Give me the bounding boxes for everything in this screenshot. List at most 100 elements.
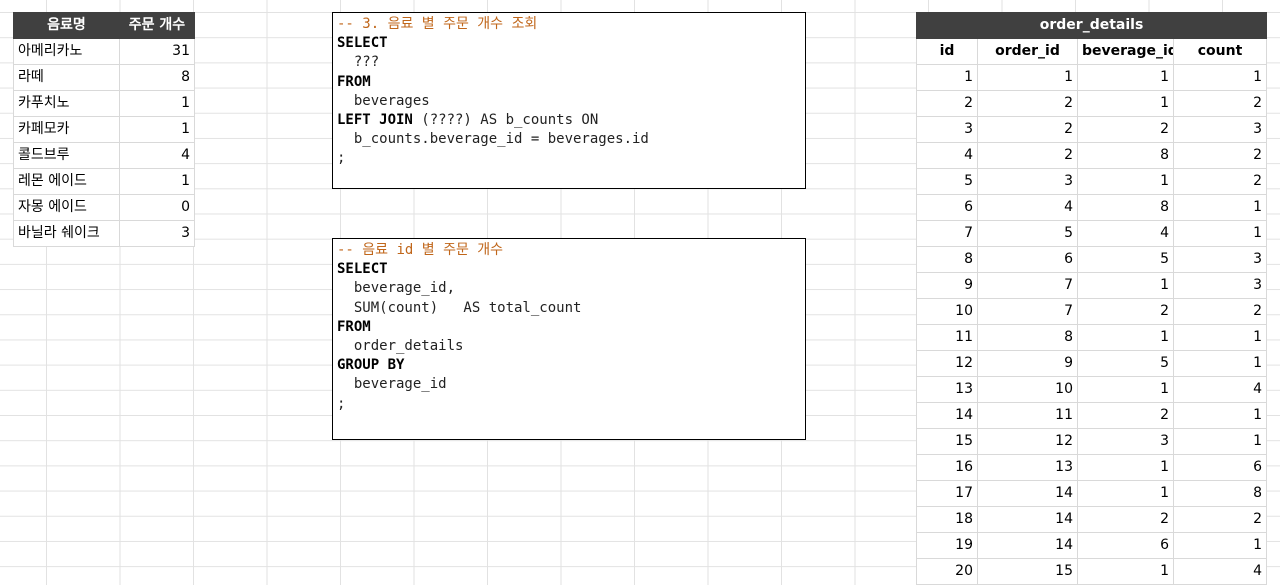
beverage-id-cell[interactable]: 8 (1077, 194, 1174, 221)
header-cell-beverage-name[interactable]: 음료명 (13, 12, 120, 39)
order-id-cell[interactable]: 6 (977, 246, 1078, 273)
beverage-name-cell[interactable]: 카페모카 (13, 116, 120, 143)
id-cell[interactable]: 5 (916, 168, 978, 195)
id-cell[interactable]: 11 (916, 324, 978, 351)
beverage-id-cell[interactable]: 6 (1077, 532, 1174, 559)
count-cell[interactable]: 1 (1172, 64, 1268, 91)
order-id-cell[interactable]: 11 (977, 402, 1078, 429)
order-id-cell[interactable]: 2 (977, 116, 1078, 143)
beverage-id-cell[interactable]: 2 (1077, 402, 1174, 429)
beverage-id-cell[interactable]: 5 (1077, 246, 1174, 273)
order-id-cell[interactable]: 12 (977, 428, 1078, 455)
id-cell[interactable]: 20 (916, 558, 978, 585)
id-cell[interactable]: 18 (916, 506, 978, 533)
count-cell[interactable]: 2 (1172, 168, 1268, 195)
order-count-cell[interactable]: 31 (119, 38, 195, 65)
order-count-cell[interactable]: 1 (119, 116, 195, 143)
count-cell[interactable]: 1 (1172, 350, 1268, 377)
count-cell[interactable]: 1 (1172, 428, 1268, 455)
order-id-cell[interactable]: 10 (977, 376, 1078, 403)
id-cell[interactable]: 19 (916, 532, 978, 559)
beverage-id-cell[interactable]: 1 (1077, 272, 1174, 299)
column-header-beverage-id[interactable]: beverage_id (1077, 38, 1174, 65)
beverage-id-cell[interactable]: 1 (1077, 324, 1174, 351)
id-cell[interactable]: 4 (916, 142, 978, 169)
beverage-id-cell[interactable]: 1 (1077, 90, 1174, 117)
order-id-cell[interactable]: 14 (977, 506, 1078, 533)
count-cell[interactable]: 4 (1172, 376, 1268, 403)
order-id-cell[interactable]: 2 (977, 90, 1078, 117)
count-cell[interactable]: 1 (1172, 324, 1268, 351)
column-header-id[interactable]: id (916, 38, 978, 65)
count-cell[interactable]: 6 (1172, 454, 1268, 481)
order-id-cell[interactable]: 2 (977, 142, 1078, 169)
count-cell[interactable]: 1 (1172, 532, 1268, 559)
column-header-count[interactable]: count (1172, 38, 1268, 65)
order-id-cell[interactable]: 15 (977, 558, 1078, 585)
count-cell[interactable]: 2 (1172, 506, 1268, 533)
id-cell[interactable]: 13 (916, 376, 978, 403)
beverage-id-cell[interactable]: 8 (1077, 142, 1174, 169)
beverage-name-cell[interactable]: 라떼 (13, 64, 120, 91)
beverage-id-cell[interactable]: 2 (1077, 116, 1174, 143)
beverage-id-cell[interactable]: 4 (1077, 220, 1174, 247)
column-header-order-id[interactable]: order_id (977, 38, 1078, 65)
count-cell[interactable]: 2 (1172, 298, 1268, 325)
order-count-cell[interactable]: 1 (119, 90, 195, 117)
beverage-id-cell[interactable]: 5 (1077, 350, 1174, 377)
beverage-id-cell[interactable]: 1 (1077, 168, 1174, 195)
count-cell[interactable]: 3 (1172, 246, 1268, 273)
id-cell[interactable]: 12 (916, 350, 978, 377)
beverage-name-cell[interactable]: 바닐라 쉐이크 (13, 220, 120, 247)
beverage-name-cell[interactable]: 콜드브루 (13, 142, 120, 169)
order-count-cell[interactable]: 3 (119, 220, 195, 247)
beverage-id-cell[interactable]: 2 (1077, 506, 1174, 533)
order-id-cell[interactable]: 4 (977, 194, 1078, 221)
count-cell[interactable]: 1 (1172, 194, 1268, 221)
beverage-id-cell[interactable]: 1 (1077, 376, 1174, 403)
count-cell[interactable]: 2 (1172, 90, 1268, 117)
beverage-id-cell[interactable]: 3 (1077, 428, 1174, 455)
id-cell[interactable]: 7 (916, 220, 978, 247)
beverage-id-cell[interactable]: 1 (1077, 454, 1174, 481)
count-cell[interactable]: 1 (1172, 402, 1268, 429)
count-cell[interactable]: 8 (1172, 480, 1268, 507)
beverage-name-cell[interactable]: 카푸치노 (13, 90, 120, 117)
count-cell[interactable]: 3 (1172, 116, 1268, 143)
count-cell[interactable]: 3 (1172, 272, 1268, 299)
id-cell[interactable]: 9 (916, 272, 978, 299)
count-cell[interactable]: 2 (1172, 142, 1268, 169)
order-id-cell[interactable]: 8 (977, 324, 1078, 351)
id-cell[interactable]: 1 (916, 64, 978, 91)
beverage-id-cell[interactable]: 1 (1077, 558, 1174, 585)
order-id-cell[interactable]: 9 (977, 350, 1078, 377)
id-cell[interactable]: 17 (916, 480, 978, 507)
order-id-cell[interactable]: 14 (977, 532, 1078, 559)
id-cell[interactable]: 8 (916, 246, 978, 273)
count-cell[interactable]: 1 (1172, 220, 1268, 247)
order-count-cell[interactable]: 4 (119, 142, 195, 169)
header-cell-order-count[interactable]: 주문 개수 (119, 12, 195, 39)
beverage-name-cell[interactable]: 자몽 에이드 (13, 194, 120, 221)
order-count-cell[interactable]: 8 (119, 64, 195, 91)
count-cell[interactable]: 4 (1172, 558, 1268, 585)
id-cell[interactable]: 3 (916, 116, 978, 143)
id-cell[interactable]: 10 (916, 298, 978, 325)
id-cell[interactable]: 2 (916, 90, 978, 117)
id-cell[interactable]: 14 (916, 402, 978, 429)
order-id-cell[interactable]: 5 (977, 220, 1078, 247)
beverage-id-cell[interactable]: 1 (1077, 480, 1174, 507)
order-count-cell[interactable]: 1 (119, 168, 195, 195)
beverage-id-cell[interactable]: 2 (1077, 298, 1174, 325)
id-cell[interactable]: 15 (916, 428, 978, 455)
order-count-cell[interactable]: 0 (119, 194, 195, 221)
order-id-cell[interactable]: 14 (977, 480, 1078, 507)
order-details-title[interactable]: order_details (915, 12, 1268, 39)
order-id-cell[interactable]: 13 (977, 454, 1078, 481)
order-id-cell[interactable]: 3 (977, 168, 1078, 195)
id-cell[interactable]: 6 (916, 194, 978, 221)
beverage-name-cell[interactable]: 레몬 에이드 (13, 168, 120, 195)
id-cell[interactable]: 16 (916, 454, 978, 481)
